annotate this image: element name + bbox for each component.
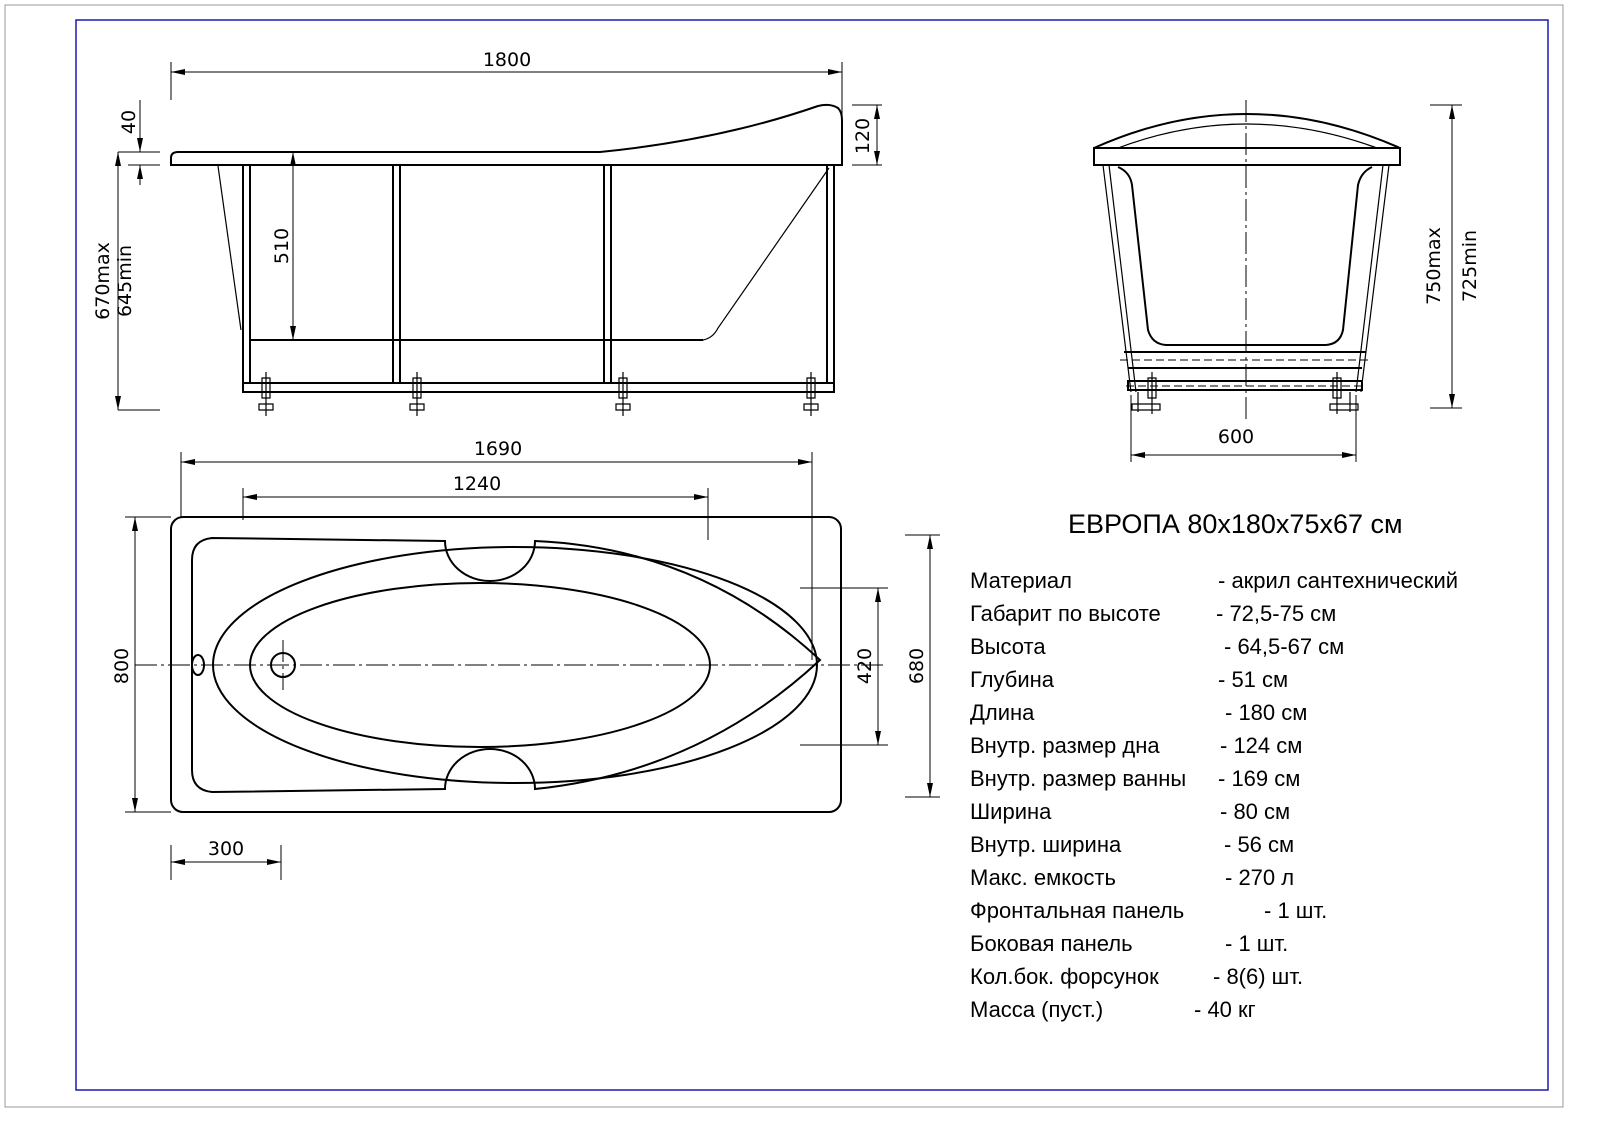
end-frame-sides [1102,164,1390,393]
spec-label: Внутр. размер дна [970,733,1160,758]
spec-label: Макс. емкость [970,865,1116,890]
dim-bottom-width-420: 420 [854,648,876,684]
spec-value: - 56 см [1224,832,1294,857]
dim-height-max: 670max [92,242,114,320]
spec-table: ЕВРОПА 80x180x75x67 см Материал - акрил с… [970,509,1458,1022]
end-base-rail [1127,380,1363,391]
spec-label: Материал [970,568,1072,593]
spec-row: Макс. емкость - 270 л [970,865,1294,890]
spec-row: Габарит по высоте - 72,5-75 см [970,601,1336,626]
side-base-rail [242,382,835,393]
spec-row: Кол.бок. форсунок - 8(6) шт. [970,964,1303,989]
dim-inner-width-680: 680 [906,648,928,684]
spec-label: Внутр. размер ванны [970,766,1186,791]
spec-row: Длина - 180 см [970,700,1307,725]
end-headrest-inner [1117,123,1378,149]
spec-label: Длина [970,700,1035,725]
spec-label: Внутр. ширина [970,832,1122,857]
side-tub-wall-left [217,165,242,331]
spec-row: Масса (пуст.) - 40 кг [970,997,1256,1022]
spec-row: Внутр. размер ванны - 169 см [970,766,1300,791]
end-view: 600 750max 725min [1093,100,1481,462]
dim-depth-510: 510 [271,228,293,264]
dim-end-height-max: 750max [1423,227,1445,305]
end-adjustable-feet [1131,372,1359,414]
side-rim [170,103,843,166]
spec-value: - 80 см [1220,799,1290,824]
dim-headrest-120: 120 [852,118,874,154]
dim-end-height-min: 725min [1459,230,1481,302]
spec-value: - акрил сантехнический [1218,568,1458,593]
spec-row: Материал - акрил сантехнический [970,568,1458,593]
end-rim [1093,147,1401,166]
spec-value: - 270 л [1225,865,1294,890]
spec-value: - 64,5-67 см [1224,634,1344,659]
side-view: 1800 40 120 670max 645min 510 [92,49,882,416]
spec-value: - 40 кг [1194,997,1256,1022]
product-title: ЕВРОПА 80x180x75x67 см [1068,509,1403,539]
end-tub-body [1117,166,1373,346]
spec-row: Глубина - 51 см [970,667,1288,692]
spec-label: Боковая панель [970,931,1133,956]
spec-label: Глубина [970,667,1055,692]
dim-inner-length-1690: 1690 [474,438,522,460]
spec-value: - 72,5-75 см [1216,601,1336,626]
dim-height-min: 645min [114,245,136,317]
spec-value: - 51 см [1218,667,1288,692]
dim-length-1800: 1800 [483,49,531,71]
spec-value: - 1 шт. [1225,931,1288,956]
side-tub-wall-right [702,167,830,341]
spec-row: Внутр. размер дна - 124 см [970,733,1302,758]
dim-rim-40: 40 [118,110,140,134]
spec-value: - 8(6) шт. [1213,964,1303,989]
dim-bottom-length-1240: 1240 [453,473,501,495]
dim-end-width-600: 600 [1218,426,1254,448]
drawing-frame [75,19,1549,1091]
top-deck-inner-line [191,536,822,794]
spec-label: Ширина [970,799,1052,824]
spec-label: Кол.бок. форсунок [970,964,1159,989]
side-frame-legs [242,165,835,383]
spec-label: Высота [970,634,1046,659]
end-frame-rails [1124,351,1366,369]
end-headrest-outer [1093,113,1401,149]
spec-label: Габарит по высоте [970,601,1161,626]
dim-drain-offset-300: 300 [208,838,244,860]
dim-width-800: 800 [111,648,133,684]
spec-value: - 169 см [1218,766,1300,791]
outer-border [4,4,1564,1108]
spec-row: Внутр. ширина - 56 см [970,832,1294,857]
spec-value: - 1 шт. [1264,898,1327,923]
spec-row: Боковая панель - 1 шт. [970,931,1288,956]
spec-label: Фронтальная панель [970,898,1184,923]
side-adjustable-feet [258,372,819,416]
spec-value: - 124 см [1220,733,1302,758]
spec-label: Масса (пуст.) [970,997,1103,1022]
spec-row: Фронтальная панель - 1 шт. [970,898,1327,923]
spec-row: Ширина - 80 см [970,799,1290,824]
top-view: 1690 1240 800 420 680 300 [111,438,940,880]
spec-value: - 180 см [1225,700,1307,725]
spec-row: Высота - 64,5-67 см [970,634,1344,659]
